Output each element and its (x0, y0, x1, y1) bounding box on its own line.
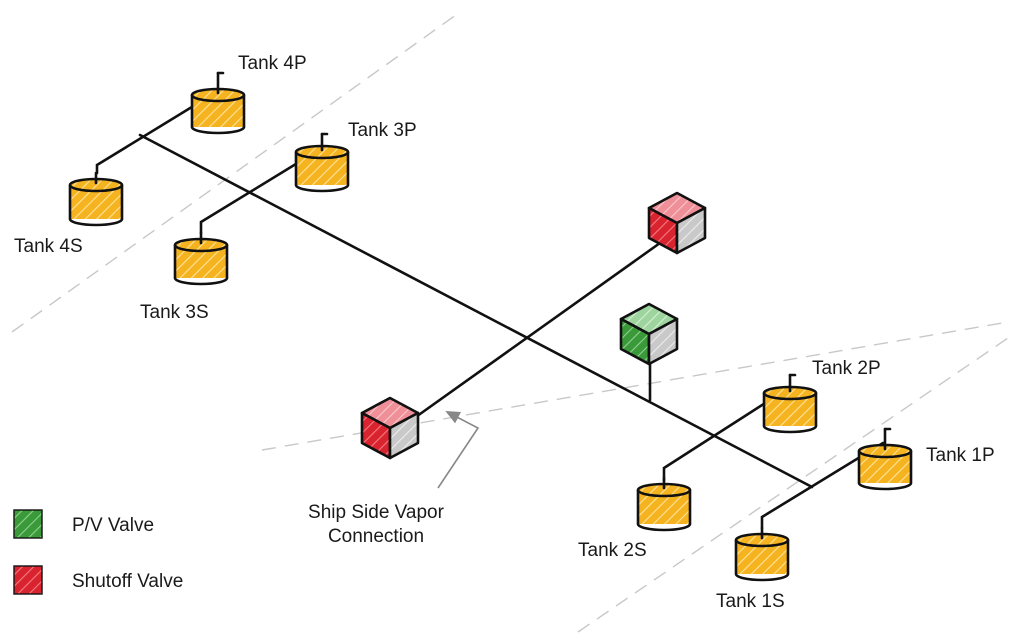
deck-edge-lower (577, 337, 1009, 633)
tank-3S (173, 231, 229, 286)
tank-4-branch (95, 89, 220, 175)
tank-2P (762, 373, 818, 434)
tank-2S (636, 476, 692, 532)
connection-pointer-arrow (437, 411, 480, 489)
tank-3P (294, 132, 350, 193)
connection-label-line1: Ship Side Vapor (308, 502, 445, 523)
tank-1-branch (760, 441, 885, 530)
tank-4S-label: Tank 4S (14, 236, 83, 257)
tank-1S-label: Tank 1S (716, 591, 785, 612)
tank-2-branch (662, 387, 789, 482)
tank-1P-label: Tank 1P (926, 445, 995, 466)
legend: P/V Valve Shutoff Valve (13, 509, 183, 595)
tank-1P (857, 427, 913, 491)
shutoff-valve-upper-right (647, 191, 707, 255)
legend-pv-swatch (13, 509, 43, 539)
tank-1S (734, 526, 790, 582)
pv-valve (619, 302, 679, 366)
deck-edge-upper (11, 11, 461, 333)
tank-2S-label: Tank 2S (578, 540, 647, 561)
connection-label-line2: Connection (328, 526, 424, 547)
vapor-header-piping (95, 89, 885, 530)
legend-shutoff-swatch (13, 565, 43, 595)
tank-4S (68, 171, 124, 227)
tank-2P-label: Tank 2P (812, 358, 881, 379)
tank-3S-label: Tank 3S (140, 302, 209, 323)
tank-4P-label: Tank 4P (238, 53, 307, 74)
tank-4P (190, 71, 246, 135)
crossover-pipe (411, 241, 662, 421)
tank-3P-label: Tank 3P (348, 120, 417, 141)
legend-pv-label: P/V Valve (72, 515, 154, 536)
shutoff-valve-ship-side (360, 396, 420, 460)
legend-shutoff-label: Shutoff Valve (72, 571, 183, 592)
tank-3-branch (199, 146, 324, 235)
main-header-pipe (138, 133, 814, 489)
